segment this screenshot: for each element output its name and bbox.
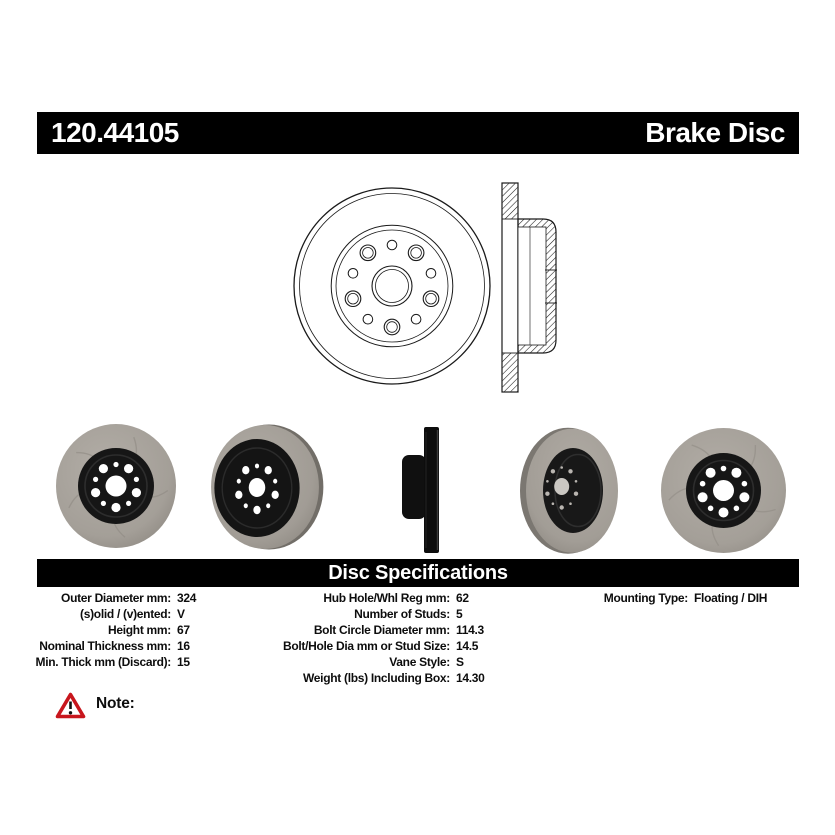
- stud-holes: [344, 244, 440, 336]
- bolt-holes: [235, 463, 279, 515]
- spec-value: 5: [456, 607, 463, 621]
- spec-value: V: [177, 607, 185, 621]
- spec-label: Bolt/Hole Dia mm or Stud Size:: [282, 639, 450, 653]
- spec-label: Outer Diameter mm:: [61, 591, 171, 605]
- bolt-holes: [545, 466, 579, 510]
- spec-value: 14.30: [456, 671, 485, 685]
- spec-value: 62: [456, 591, 469, 605]
- spec-value: 67: [177, 623, 190, 637]
- spec-label: (s)olid / (v)ented:: [80, 607, 171, 621]
- spec-value: 16: [177, 639, 190, 653]
- spec-label: Vane Style:: [389, 655, 450, 669]
- spec-value: 15: [177, 655, 190, 669]
- product-photo-edge: [402, 427, 439, 553]
- header-bar: 120.44105 Brake Disc: [37, 112, 799, 154]
- spec-label: Mounting Type:: [603, 591, 689, 605]
- hat-face: [214, 439, 300, 537]
- product-name: Brake Disc: [645, 117, 785, 148]
- spec-label: Weight (lbs) Including Box:: [303, 671, 450, 685]
- spec-value: 14.5: [456, 639, 479, 653]
- spec-label: Height mm:: [107, 623, 171, 637]
- bolt-holes: [697, 465, 750, 518]
- spec-value: Floating / DIH: [694, 591, 768, 605]
- hat-recess: [543, 448, 603, 533]
- spec-value: 114.3: [456, 623, 484, 637]
- product-photo-angled-front: [211, 424, 324, 550]
- spec-value: 324: [177, 591, 197, 605]
- rotor-edge: [424, 427, 439, 553]
- center-hole: [248, 478, 266, 497]
- warning-icon: [55, 692, 86, 719]
- front-view-drawing: [293, 187, 491, 385]
- spec-title: Disc Specifications: [328, 561, 508, 584]
- spec-label: Bolt Circle Diameter mm:: [313, 623, 450, 637]
- part-number: 120.44105: [51, 117, 179, 148]
- technical-drawing: [293, 182, 557, 393]
- spec-value: S: [456, 655, 464, 669]
- bolt-holes: [91, 461, 141, 513]
- side-section-drawing: [501, 182, 557, 393]
- access-holes: [347, 239, 437, 325]
- product-photo-front: [56, 424, 176, 548]
- spec-label: Nominal Thickness mm:: [39, 639, 171, 653]
- spec-label: Min. Thick mm (Discard):: [35, 655, 172, 669]
- spec-header-bar: Disc Specifications: [37, 559, 799, 587]
- center-hole: [554, 478, 570, 495]
- product-photo-angled-back: [520, 427, 618, 554]
- note-label: Note:: [96, 695, 135, 712]
- center-hole: [713, 480, 734, 501]
- center-hole: [105, 475, 127, 497]
- hat-cylinder: [402, 455, 426, 519]
- product-photo-front-2: [661, 428, 786, 553]
- spec-label: Hub Hole/Whl Reg mm:: [323, 591, 450, 605]
- spec-label: Number of Studs:: [354, 607, 450, 621]
